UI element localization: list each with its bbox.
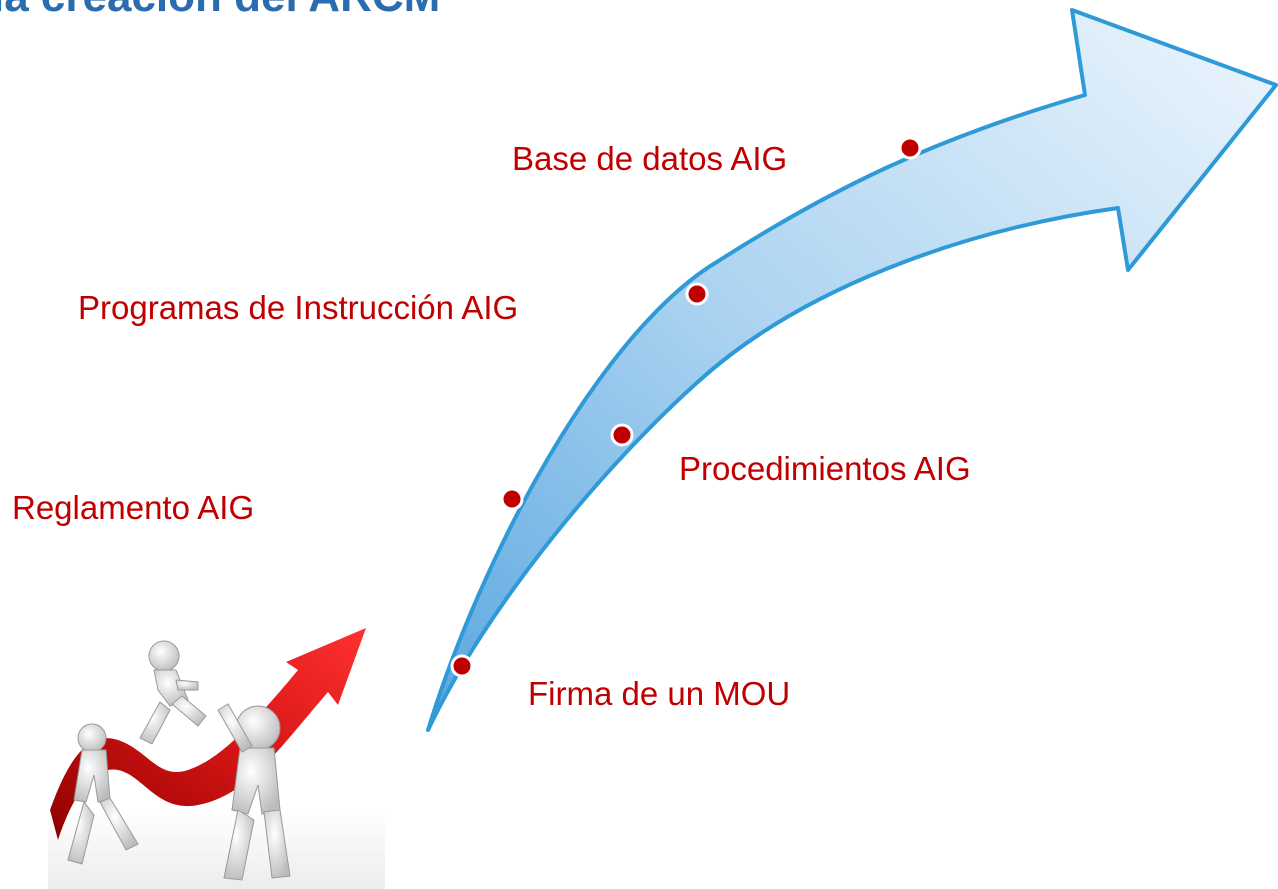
milestone-dot-programas <box>685 282 709 306</box>
milestone-label-procedimientos: Procedimientos AIG <box>679 450 971 487</box>
milestone-dot-procedimientos <box>610 423 634 447</box>
milestone-label-reglamento: Reglamento AIG <box>12 489 255 526</box>
milestone-dot-reglamento <box>500 487 524 511</box>
milestone-label-base: Base de datos AIG <box>512 140 788 177</box>
milestone-label-firma: Firma de un MOU <box>528 675 791 712</box>
milestone-label-programas: Programas de Instrucción AIG <box>78 289 519 326</box>
milestone-dot-firma <box>450 654 474 678</box>
arrow-body <box>426 8 1278 732</box>
growth-arrow-figures-icon <box>48 610 385 889</box>
milestone-dot-base <box>898 136 922 160</box>
slide-title: la creación del ARCM <box>0 0 440 22</box>
